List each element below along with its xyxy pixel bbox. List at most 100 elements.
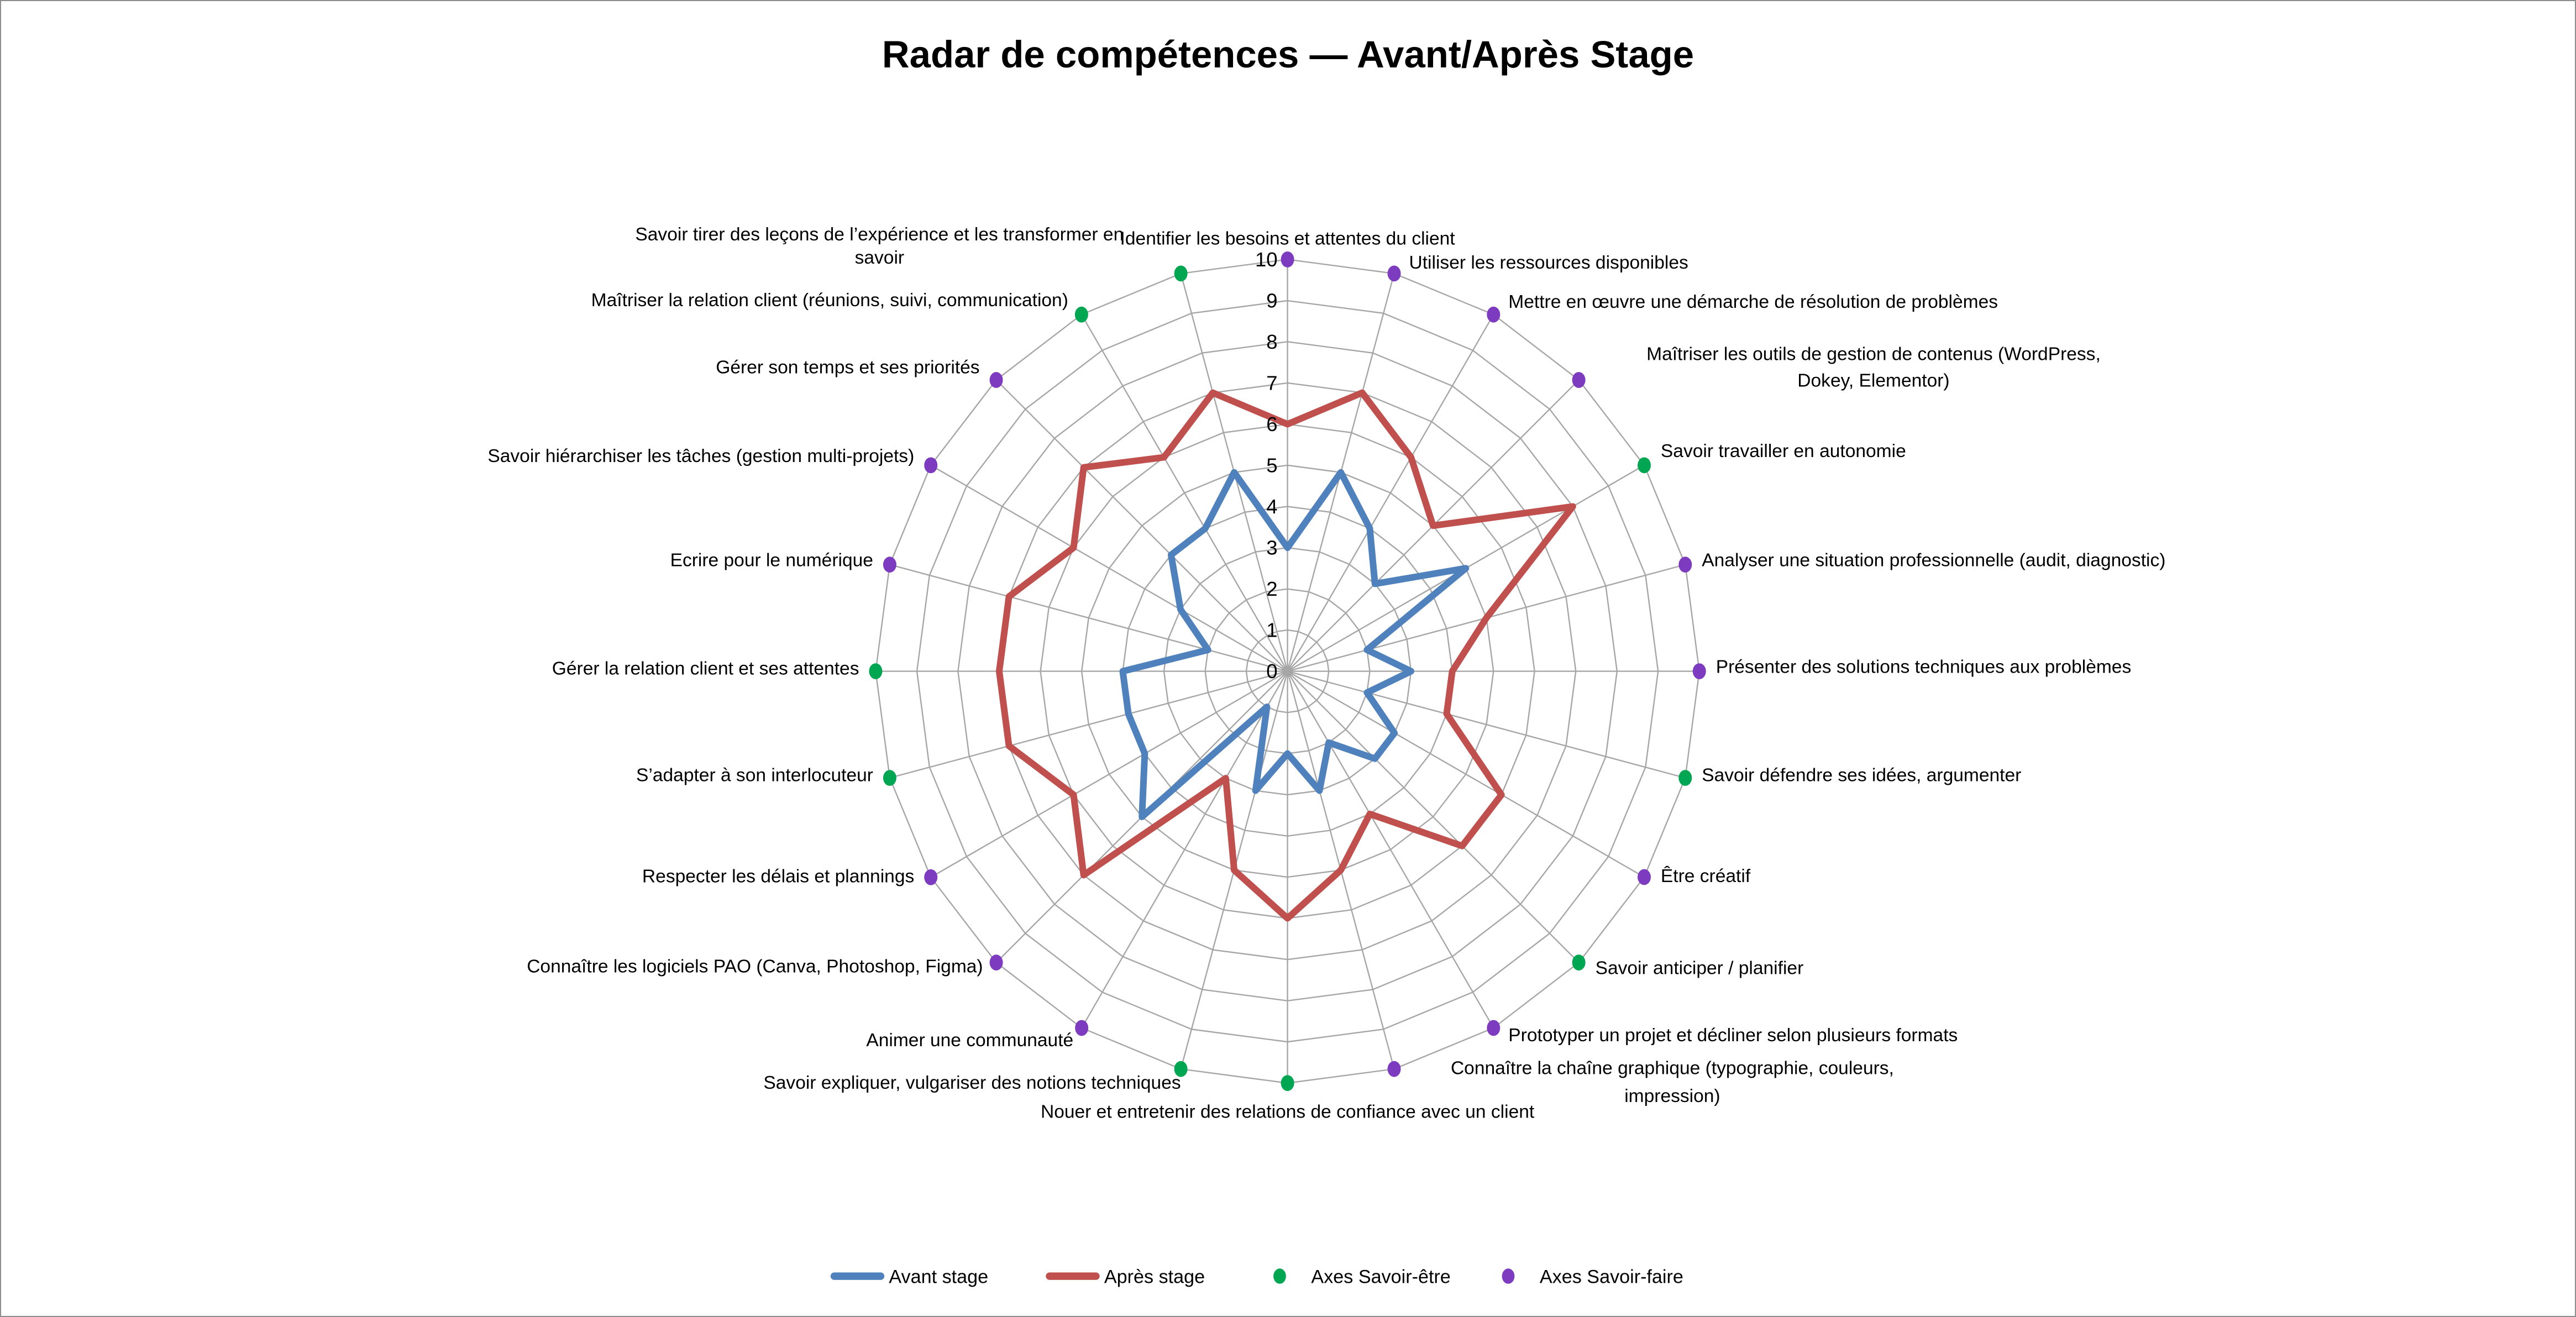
tick-label-2: 2 [1266,578,1277,600]
axis-label-3: Maîtriser les outils de gestion de conte… [1646,344,2101,391]
axis-dot-21 [989,372,1003,388]
axis-label-2-line-0: Mettre en œuvre une démarche de résoluti… [1508,292,1998,312]
grid-spoke-20 [930,464,1288,672]
axis-label-15-line-0: Connaître les logiciels PAO (Canva, Phot… [527,957,983,977]
grid-spoke-17 [889,670,1288,779]
axis-dots [869,251,1706,1092]
axis-label-17-line-0: S’adapter à son interlocuteur [636,765,873,786]
axis-dot-23 [1174,265,1188,282]
legend: Avant stage Après stage Axes Savoir-être Ax… [830,1267,1683,1288]
axis-label-20-line-0: Savoir hiérarchiser les tâches (gestion … [487,446,914,466]
grid-spoke-2 [1287,314,1494,672]
axis-label-4-line-0: Savoir travailler en autonomie [1661,441,1906,461]
axis-label-7: Savoir défendre ses idées, argumenter [1702,765,2021,786]
axis-label-23-line-0: Savoir tirer des leçons de l’expérience … [635,224,1124,245]
axis-label-9: Savoir anticiper / planifier [1596,958,1804,979]
axis-label-12: Nouer et entretenir des relations de con… [1041,1102,1535,1122]
axis-label-1-line-0: Utiliser les ressources disponibles [1409,253,1688,273]
axis-dot-1 [1387,265,1401,282]
axis-labels: Identifier les besoins et attentes du cl… [487,224,2165,1122]
axis-label-8-line-0: Être créatif [1661,865,1751,886]
legend-item-savoir-faire: Axes Savoir-faire [1502,1267,1683,1288]
axis-label-14: Animer une communauté [866,1030,1073,1051]
chart-title: Radar de compétences — Avant/Après Stage [882,33,1694,76]
axis-dot-15 [989,954,1003,970]
tick-label-6: 6 [1266,413,1277,435]
axis-label-11-line-1: impression) [1624,1086,1720,1106]
legend-item-apres-stage-label: Après stage [1104,1267,1205,1288]
grid-spoke-7 [1287,670,1686,779]
axis-label-18: Gérer la relation client et ses attentes [552,659,859,679]
legend-item-savoir-etre: Axes Savoir-être [1273,1267,1451,1288]
axis-dot-12 [1281,1075,1294,1092]
tick-label-9: 9 [1266,290,1277,312]
axis-dot-9 [1572,954,1586,970]
axis-label-0-line-0: Identifier les besoins et attentes du cl… [1120,228,1456,249]
legend-item-avant-stage: Avant stage [830,1267,988,1288]
tick-label-0: 0 [1266,660,1277,683]
axis-label-13-line-0: Savoir expliquer, vulgariser des notions… [763,1073,1181,1093]
axis-label-14-line-0: Animer une communauté [866,1030,1073,1051]
axis-label-3-line-0: Maîtriser les outils de gestion de conte… [1646,344,2101,365]
tick-label-10: 10 [1255,248,1278,271]
axis-label-23-line-1: savoir [855,248,905,268]
axis-dot-0 [1281,251,1294,267]
axis-dot-13 [1174,1061,1188,1077]
axis-label-9-line-0: Savoir anticiper / planifier [1596,958,1804,979]
axis-label-19-line-0: Ecrire pour le numérique [670,550,873,571]
axis-dot-6 [1692,663,1706,679]
axis-dot-2 [1487,306,1501,323]
tick-label-4: 4 [1266,495,1277,518]
axis-dot-7 [1678,770,1692,786]
tick-label-1: 1 [1266,619,1277,642]
axis-label-20: Savoir hiérarchiser les tâches (gestion … [487,446,914,466]
axis-dot-8 [1638,869,1651,885]
axis-dot-3 [1572,372,1586,388]
radar-series [995,389,1576,922]
axis-label-13: Savoir expliquer, vulgariser des notions… [763,1073,1181,1093]
axis-label-23: Savoir tirer des leçons de l’expérience … [635,224,1124,268]
axis-dot-11 [1387,1061,1401,1077]
axis-label-11-line-0: Connaître la chaîne graphique (typograph… [1451,1058,1894,1078]
grid-spoke-9 [1287,670,1580,963]
axis-label-3-line-1: Dokey, Elementor) [1797,371,1949,391]
axis-dot-4 [1638,457,1651,474]
grid-spoke-22 [1080,314,1288,672]
axis-label-21-line-0: Gérer son temps et ses priorités [716,358,979,378]
axis-dot-5 [1678,557,1692,573]
axis-label-12-line-0: Nouer et entretenir des relations de con… [1041,1102,1535,1122]
tick-label-5: 5 [1266,454,1277,476]
axis-label-6-line-0: Présenter des solutions techniques aux p… [1716,657,2132,678]
axis-label-7-line-0: Savoir défendre ses idées, argumenter [1702,765,2021,786]
axis-label-10: Prototyper un projet et décliner selon p… [1508,1025,1958,1046]
axis-dot-10 [1487,1020,1501,1036]
axis-label-8: Être créatif [1661,865,1751,886]
axis-dot-14 [1075,1020,1089,1036]
axis-dot-20 [924,457,938,474]
axis-label-1: Utiliser les ressources disponibles [1409,253,1688,273]
legend-item-savoir-etre-label: Axes Savoir-être [1311,1267,1450,1288]
grid-spoke-16 [930,670,1288,878]
axis-label-6: Présenter des solutions techniques aux p… [1716,657,2132,678]
legend-item-avant-stage-label: Avant stage [889,1267,988,1288]
axis-label-11: Connaître la chaîne graphique (typograph… [1451,1058,1894,1106]
grid-spoke-14 [1081,670,1288,1029]
axis-label-22-line-0: Maîtriser la relation client (réunions, … [591,290,1068,311]
legend-item-savoir-faire-marker [1502,1268,1515,1284]
legend-item-apres-stage: Après stage [1046,1267,1205,1288]
axis-label-16: Respecter les délais et plannings [642,866,914,886]
series-polygon-avant-stage [1119,469,1470,820]
grid-spoke-8 [1287,670,1645,878]
axis-label-16-line-0: Respecter les délais et plannings [642,866,914,886]
axis-label-10-line-0: Prototyper un projet et décliner selon p… [1508,1025,1958,1046]
axis-dot-17 [883,770,896,786]
grid-spoke-19 [889,564,1288,672]
axis-label-15: Connaître les logiciels PAO (Canva, Phot… [527,957,983,977]
axis-label-0: Identifier les besoins et attentes du cl… [1120,228,1456,249]
grid-spoke-21 [995,379,1288,672]
tick-label-3: 3 [1266,537,1277,559]
axis-label-17: S’adapter à son interlocuteur [636,765,873,786]
